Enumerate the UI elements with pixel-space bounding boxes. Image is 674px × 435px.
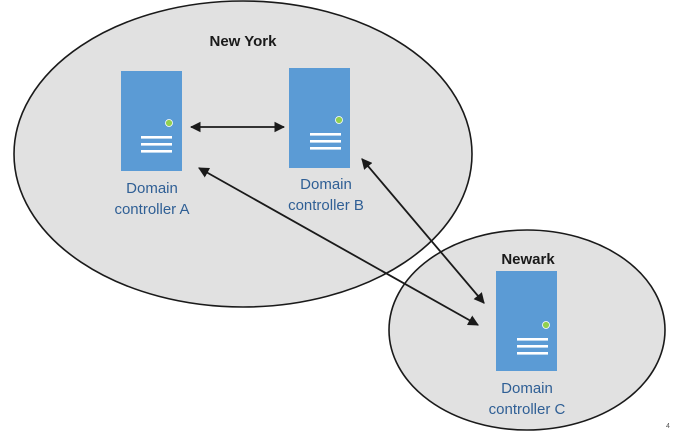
server-label-a-line1: Domain	[126, 180, 178, 197]
server-a	[121, 71, 182, 171]
server-icon	[289, 68, 350, 168]
server-label-c-line1: Domain	[501, 380, 553, 397]
corner-mark: 4	[666, 423, 670, 430]
replication-links	[189, 121, 485, 326]
server-label-b-line2: controller B	[288, 197, 364, 214]
site-label-newark: Newark	[501, 251, 555, 268]
server-label-b-line1: Domain	[300, 176, 352, 193]
server-icon	[121, 71, 182, 171]
server-c	[496, 271, 557, 371]
server-label-c-line2: controller C	[489, 401, 566, 418]
link-b-c	[361, 158, 485, 304]
server-label-a-line2: controller A	[114, 201, 189, 218]
server-icon	[496, 271, 557, 371]
server-b	[289, 68, 350, 168]
site-label-new-york: New York	[210, 33, 278, 50]
